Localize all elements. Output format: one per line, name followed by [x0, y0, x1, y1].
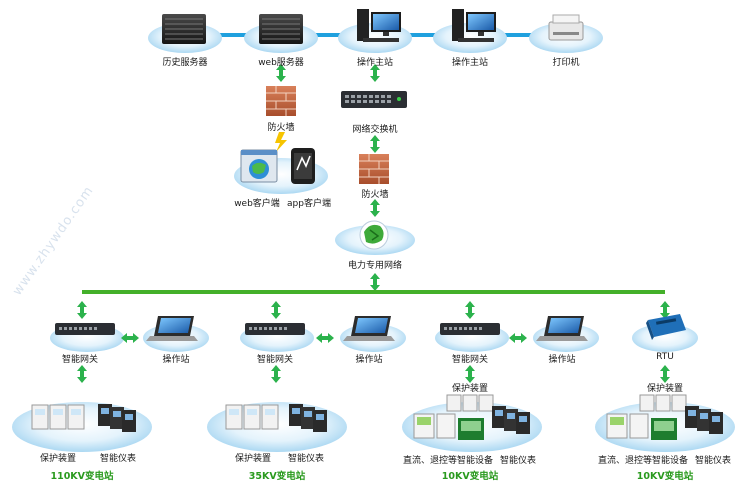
gateway-node-3	[435, 323, 509, 352]
operator-node-1	[143, 316, 209, 352]
label-meter-2: 智能仪表	[287, 454, 325, 464]
label-meter-4: 智能仪表	[694, 456, 732, 466]
op-station-node-1	[338, 9, 412, 53]
label-web-server: web服务器	[258, 58, 304, 68]
client-node	[234, 148, 328, 194]
label-protection-3: 保护装置	[451, 384, 489, 394]
label-printer: 打印机	[552, 58, 580, 68]
pc-tower-icon	[452, 9, 464, 41]
label-operator-3: 操作站	[548, 355, 576, 365]
label-protection-2: 保护装置	[234, 454, 272, 464]
label-meter-3: 智能仪表	[499, 456, 537, 466]
label-power-network: 电力专用网络	[347, 261, 403, 271]
substation-35kv	[207, 402, 347, 452]
pc-tower-icon	[357, 9, 369, 41]
label-op-station-2: 操作主站	[451, 58, 489, 68]
smart-meter-icon	[98, 404, 136, 432]
label-meter-1: 智能仪表	[99, 454, 137, 464]
substation-10kv-2	[595, 394, 735, 452]
power-network-node	[335, 220, 415, 255]
keyboard-icon	[363, 38, 399, 42]
substation-name-10kv-2: 10KV变电站	[636, 471, 694, 482]
smart-meter-icon	[685, 406, 723, 434]
smart-meter-icon	[289, 404, 327, 432]
label-rtu: RTU	[656, 352, 674, 362]
firewall-right	[359, 154, 389, 184]
printer-icon	[548, 21, 584, 41]
label-app-client: app客户端	[287, 199, 331, 209]
monitor-icon	[468, 14, 494, 30]
label-dc-device-4: 直流、退控等智能设备	[597, 456, 689, 466]
label-op-station-1: 操作主站	[356, 58, 394, 68]
label-dc-device-3: 直流、退控等智能设备	[402, 456, 494, 466]
label-firewall-left: 防火墙	[267, 123, 295, 133]
web-server-node	[244, 14, 318, 53]
label-gateway-2: 智能网关	[256, 355, 294, 365]
substation-name-10kv-1: 10KV变电站	[441, 471, 499, 482]
label-operator-2: 操作站	[355, 355, 383, 365]
power-bus	[82, 290, 665, 294]
keyboard-icon	[458, 38, 494, 42]
label-protection-1: 保护装置	[39, 454, 77, 464]
protection-device-icon	[31, 404, 85, 430]
protection-device-icon	[639, 394, 687, 412]
label-gateway-3: 智能网关	[451, 355, 489, 365]
label-gateway-1: 智能网关	[61, 355, 99, 365]
label-history-server: 历史服务器	[162, 58, 208, 68]
smart-meter-icon	[492, 406, 530, 434]
protection-device-icon	[225, 404, 279, 430]
dc-device-icon	[606, 413, 677, 440]
dc-device-icon	[413, 413, 484, 440]
rtu-icon	[648, 314, 686, 337]
gateway-node-2	[240, 323, 314, 352]
operator-node-3	[533, 316, 599, 352]
label-switch: 网络交换机	[352, 125, 398, 135]
protection-device-icon	[446, 394, 494, 412]
operator-node-2	[340, 316, 406, 352]
label-operator-1: 操作站	[162, 355, 190, 365]
network-switch	[341, 91, 407, 108]
substation-name-110kv: 110KV变电站	[50, 471, 114, 482]
monitor-icon	[373, 14, 399, 30]
rtu-node	[632, 314, 698, 352]
substation-110kv	[12, 402, 152, 452]
label-firewall-right: 防火墙	[361, 190, 389, 200]
history-server-node	[148, 14, 222, 53]
label-web-client: web客户端	[234, 199, 280, 209]
label-protection-4: 保护装置	[646, 384, 684, 394]
firewall-left	[266, 86, 296, 116]
substation-10kv-1	[402, 394, 542, 452]
substation-name-35kv: 35KV变电站	[248, 471, 306, 482]
printer-node	[529, 14, 603, 53]
op-station-node-2	[433, 9, 507, 53]
lightning-icon	[275, 132, 287, 152]
gateway-node-1	[50, 323, 124, 352]
